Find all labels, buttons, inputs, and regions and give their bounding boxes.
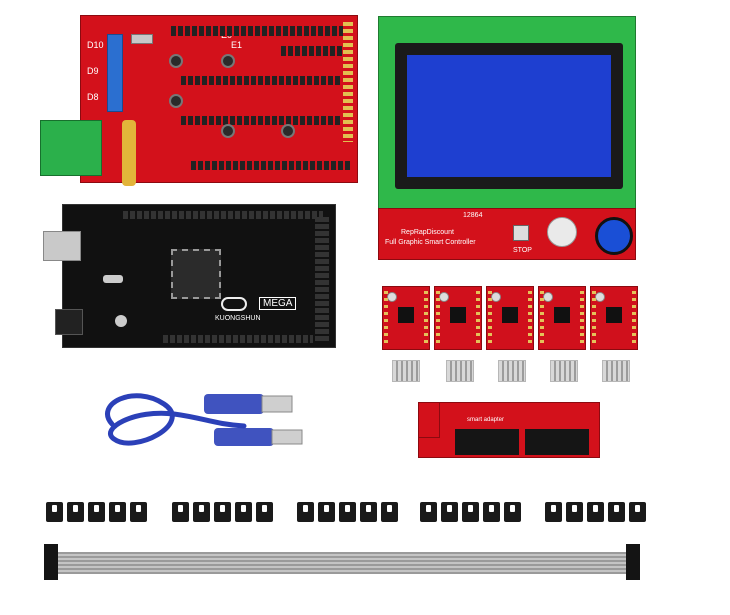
jumper [483,502,500,522]
stop-button[interactable] [513,225,529,241]
capacitor [169,54,183,68]
capacitor [115,315,127,327]
mega-model: MEGA [259,297,297,310]
jumper [339,502,356,522]
heatsink [602,360,630,382]
jumper [172,502,189,522]
header-row [181,116,341,125]
jumper [318,502,335,522]
jumper [214,502,231,522]
mega-header-bottom [163,335,313,343]
jumper [109,502,126,522]
header-row [281,46,351,56]
jumper [67,502,84,522]
ribbon-connector-left [44,544,58,580]
usb-cable [105,393,303,446]
capacitor [221,54,235,68]
capacitor [169,94,183,108]
ramps-label-e1: E1 [231,40,243,50]
lcd-red-strip: RepRapDiscount Full Graphic Smart Contro… [378,208,636,260]
jumper [441,502,458,522]
jumper [545,502,562,522]
adapter-label: smart adapter [467,417,505,423]
ramps-label-d10: D10 [87,40,104,50]
lcd-brand: RepRapDiscount [401,229,454,236]
mega-logo [221,297,247,311]
heatsink [392,360,420,382]
adapter-header [455,429,519,455]
stepper-driver [538,286,586,350]
jumper [193,502,210,522]
ramps-label-d8: D8 [87,92,99,102]
buzzer [547,217,577,247]
jumper [381,502,398,522]
ramps-label-d9: D9 [87,66,99,76]
jumper [360,502,377,522]
lcd-board [378,16,636,212]
jumper [629,502,646,522]
mega-board: MEGA KUONGSHUN [43,204,336,348]
ribbon-connector-right [626,544,640,580]
stop-label: STOP [513,247,532,254]
mega-header-top [123,211,323,219]
smart-adapter: smart adapter [418,402,600,458]
stepper-driver [382,286,430,350]
mega-header-right [315,217,329,341]
jumper [608,502,625,522]
crystal [103,275,123,283]
encoder-knob[interactable] [595,217,633,255]
adapter-tab [418,402,440,438]
jumper [235,502,252,522]
header-row [191,161,351,170]
jumper [566,502,583,522]
usb-b-port [43,231,81,261]
capacitor [281,124,295,138]
dc-jack [55,309,83,335]
capacitor [221,124,235,138]
lcd-model: 12864 [463,212,483,219]
ribbon-cable [56,552,628,574]
jumper [297,502,314,522]
stepper-driver [590,286,638,350]
heatsink [446,360,474,382]
jumper [587,502,604,522]
stepper-driver [486,286,534,350]
stepper-driver [434,286,482,350]
adapter-header [525,429,589,455]
lcd-subtitle: Full Graphic Smart Controller [385,239,476,246]
polyfuse [122,120,136,186]
mcu-chip [171,249,221,299]
power-terminal [107,34,123,112]
jumper [420,502,437,522]
green-terminal [40,120,102,176]
header-row [181,76,341,85]
jumper [88,502,105,522]
jumper [504,502,521,522]
lcd-screen [407,55,611,177]
jumper [462,502,479,522]
fuse [131,34,153,44]
mega-brand: KUONGSHUN [215,315,261,322]
jumper [130,502,147,522]
header-row [171,26,351,36]
heatsink [550,360,578,382]
heatsink [498,360,526,382]
jumper [46,502,63,522]
header-col [343,22,353,142]
jumper [256,502,273,522]
